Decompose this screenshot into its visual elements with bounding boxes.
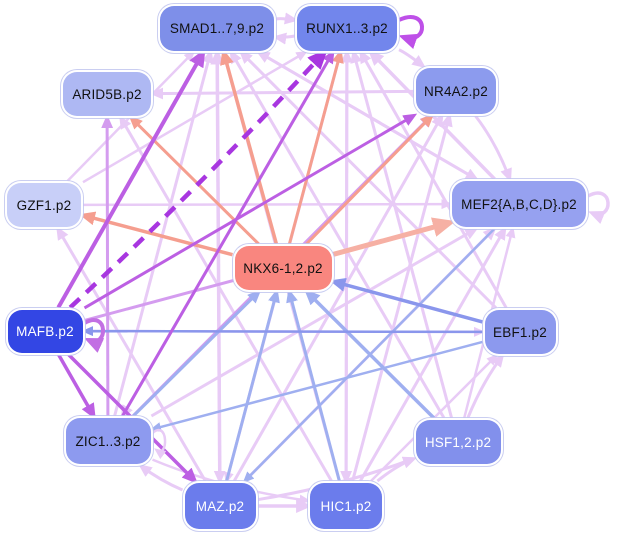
node-ebf1[interactable]: EBF1.p2 bbox=[484, 310, 556, 354]
edge-nkx6-nr4a2 bbox=[305, 113, 435, 246]
node-arid5b[interactable]: ARID5B.p2 bbox=[63, 72, 151, 116]
edge-nkx6-runx bbox=[287, 49, 344, 245]
edge-mafb-smad bbox=[56, 48, 206, 309]
node-maz[interactable]: MAZ.p2 bbox=[184, 483, 256, 529]
edge-ebf1-mafb bbox=[81, 326, 483, 337]
edge-smad-maz bbox=[213, 52, 226, 485]
node-label-arid5b: ARID5B.p2 bbox=[72, 86, 142, 102]
edge-hic1-ebf1 bbox=[370, 353, 499, 482]
node-smad[interactable]: SMAD1..7,9.p2 bbox=[160, 5, 274, 51]
self-loop-runx bbox=[398, 15, 424, 49]
edge-hsf1-smad bbox=[229, 49, 446, 419]
self-loop-zic1 bbox=[151, 428, 167, 460]
node-label-gzf1: GZF1.p2 bbox=[16, 197, 72, 213]
edge-maz-nr4a2 bbox=[232, 112, 444, 482]
edge-hic1-nkx6 bbox=[286, 288, 341, 482]
edge-zic1-nkx6 bbox=[132, 289, 262, 418]
edge-runx-nr4a2 bbox=[398, 48, 426, 69]
node-zic1[interactable]: ZIC1..3.p2 bbox=[65, 418, 151, 464]
edge-mafb-zic1 bbox=[56, 353, 96, 420]
node-mef2[interactable]: MEF2{A,B,C,D}.p2 bbox=[452, 181, 586, 227]
edge-nkx6-smad bbox=[220, 48, 279, 245]
edge-runx-smad bbox=[272, 32, 296, 45]
edge-hsf1-ebf1 bbox=[466, 353, 505, 419]
edge-zic1-runx bbox=[121, 49, 335, 417]
edge-nr4a2-mef2 bbox=[474, 115, 512, 183]
node-gzf1[interactable]: GZF1.p2 bbox=[7, 183, 81, 227]
node-hic1[interactable]: HIC1.p2 bbox=[310, 483, 382, 529]
edge-hic1-arid5b bbox=[119, 114, 333, 482]
edge-maz-zic1 bbox=[138, 463, 184, 492]
edge-hsf1-nkx6 bbox=[304, 289, 436, 420]
node-label-hsf1: HSF1,2.p2 bbox=[424, 434, 492, 450]
node-label-ebf1: EBF1.p2 bbox=[493, 324, 547, 340]
edge-maz-gzf1 bbox=[56, 225, 207, 482]
edge-nkx6-arid5b bbox=[128, 115, 260, 246]
edge-nr4a2-arid5b bbox=[149, 87, 415, 100]
edge-ebf1-nkx6 bbox=[329, 277, 483, 324]
edge-mafb-nr4a2 bbox=[83, 113, 418, 310]
node-label-maz: MAZ.p2 bbox=[195, 498, 245, 514]
node-label-mafb: MAFB.p2 bbox=[16, 323, 74, 339]
node-label-zic1: ZIC1..3.p2 bbox=[75, 433, 141, 449]
node-label-hic1: HIC1.p2 bbox=[320, 498, 372, 514]
node-label-nkx6: NKX6-1,2.p2 bbox=[243, 260, 323, 276]
edge-nkx6-gzf1 bbox=[78, 211, 233, 257]
edge-mafb-runx bbox=[68, 48, 328, 310]
edge-maz-nkx6 bbox=[225, 288, 280, 482]
node-label-mef2: MEF2{A,B,C,D}.p2 bbox=[461, 196, 577, 212]
edge-zic1-arid5b bbox=[101, 114, 114, 417]
node-mafb[interactable]: MAFB.p2 bbox=[7, 309, 83, 353]
edge-runx-hic1 bbox=[340, 52, 353, 485]
node-nkx6[interactable]: NKX6-1,2.p2 bbox=[234, 246, 332, 290]
node-runx[interactable]: RUNX1..3.p2 bbox=[297, 5, 397, 51]
self-loop-mef2 bbox=[587, 191, 610, 224]
edge-nkx6-mef2 bbox=[332, 217, 456, 257]
edge-smad-runx bbox=[275, 12, 299, 25]
node-label-smad: SMAD1..7,9.p2 bbox=[169, 20, 265, 36]
node-label-nr4a2: NR4A2.p2 bbox=[424, 83, 488, 99]
edge-smad-mef2 bbox=[258, 51, 480, 181]
edge-zic1-mef2 bbox=[150, 227, 479, 418]
node-label-runx: RUNX1..3.p2 bbox=[306, 20, 388, 36]
edge-gzf1-mef2 bbox=[82, 199, 453, 210]
self-loop-mafb bbox=[83, 318, 105, 353]
edge-zic1-smad bbox=[113, 49, 214, 417]
edge-hic1-hsf1 bbox=[376, 457, 417, 483]
node-hsf1[interactable]: HSF1,2.p2 bbox=[415, 420, 501, 464]
node-nr4a2[interactable]: NR4A2.p2 bbox=[416, 68, 496, 114]
